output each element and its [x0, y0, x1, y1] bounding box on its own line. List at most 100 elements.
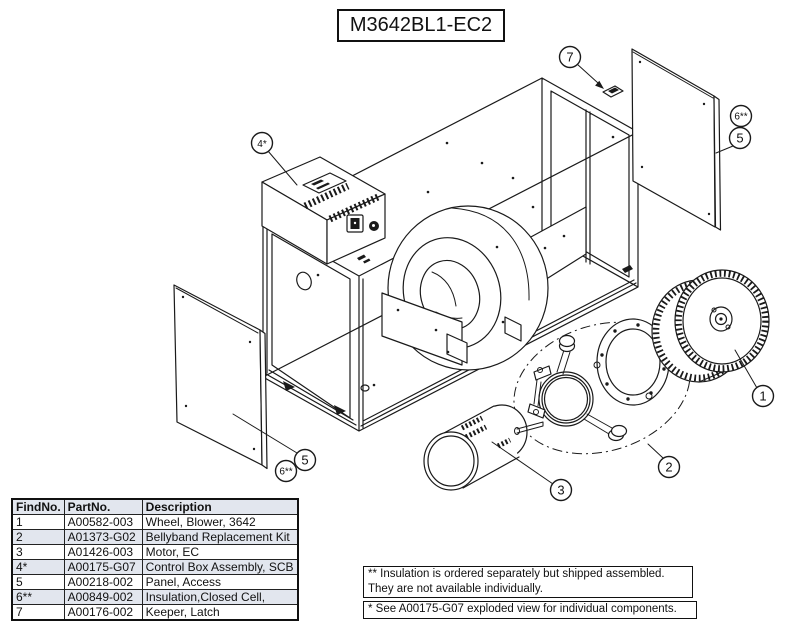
- callout-5-top-right-label: 5: [736, 131, 743, 146]
- flange-bolt-1: [593, 361, 601, 369]
- callouts: 7 6** 5 4* 1 2 3 5 6**: [250, 45, 775, 502]
- motor-shaft-base: [514, 427, 520, 435]
- leader-1: [734, 349, 758, 389]
- floor-hole: [360, 384, 370, 392]
- table-row: 4* A00175-G07 Control Box Assembly, SCB: [11, 559, 299, 575]
- control-box-label-print: [311, 179, 330, 190]
- round-connector-pin: [372, 224, 375, 227]
- callout-4-label: 4*: [257, 139, 267, 150]
- wheel-hub-bolt-2: [725, 324, 731, 330]
- footnote-insulation-line1: ** Insulation is ordered separately but …: [368, 568, 665, 580]
- callout-2: [657, 455, 681, 479]
- band-clamp-outer: [538, 371, 594, 427]
- cell-description: Bellyband Replacement Kit: [141, 529, 299, 545]
- table-row: 7 A00176-002 Keeper, Latch: [11, 604, 299, 621]
- motor-body-lines: [443, 405, 520, 489]
- band-bracket-lower: [527, 403, 546, 419]
- wheel-hub: [714, 312, 728, 326]
- control-box-label: [302, 172, 347, 194]
- motor-vent-slots: [460, 415, 512, 449]
- keeper-latch: [602, 85, 624, 98]
- leader-7-arrowhead: [595, 80, 604, 89]
- power-outlet-dot: [353, 221, 357, 225]
- wheel-hub-center: [719, 317, 723, 321]
- cell-findno: 1: [11, 514, 65, 530]
- band-bracket-links: [533, 379, 542, 407]
- cell-partno: A00218-002: [63, 574, 143, 590]
- callout-3: [549, 478, 573, 502]
- footnote-insulation: ** Insulation is ordered separately but …: [363, 566, 693, 598]
- cell-partno: A00849-002: [63, 589, 143, 605]
- scroll-curve: [451, 207, 530, 301]
- leader-2: [647, 443, 664, 459]
- cell-partno: A01426-003: [63, 544, 143, 560]
- title-box: M3642BL1-EC2: [337, 9, 505, 42]
- panel-top-right-inner-line: [632, 51, 714, 99]
- cell-partno: A00176-002: [63, 604, 143, 621]
- callout-6-top-right: [729, 104, 753, 128]
- table-header-row: FindNo. PartNo. Description: [11, 498, 299, 515]
- cell-description: Motor, EC: [141, 544, 299, 560]
- leader-7: [576, 63, 599, 84]
- cell-description: Panel, Access: [141, 574, 299, 590]
- leader-4: [267, 150, 298, 186]
- panel-top-right: [631, 48, 722, 231]
- callout-5-top-right: [728, 126, 752, 150]
- flange-ring-inner: [605, 328, 661, 396]
- callout-1: [751, 384, 775, 408]
- left-face-oval-hole: [296, 271, 312, 291]
- callout-7-label: 7: [566, 50, 573, 65]
- leader-5-bottom-left: [232, 413, 298, 454]
- blower-scroll: [381, 205, 587, 371]
- band-clamp-inner: [543, 376, 589, 422]
- page-title: M3642BL1-EC2: [349, 14, 493, 36]
- terminal-strip-1: [303, 182, 350, 210]
- callout-6-bottom-left: [274, 459, 298, 483]
- motor: [423, 404, 544, 491]
- table-row: 5 A00218-002 Panel, Access: [11, 574, 299, 590]
- table-row: 1 A00582-003 Wheel, Blower, 3642: [11, 514, 299, 530]
- cell-findno: 5: [11, 574, 65, 590]
- cell-findno: 6**: [11, 589, 65, 605]
- table-row: 2 A01373-G02 Bellyband Replacement Kit: [11, 529, 299, 545]
- leader-5-top-right: [715, 145, 734, 154]
- keeper-latch-detail: [608, 87, 619, 94]
- scroll-legs: [446, 316, 522, 364]
- band-top-arm: [556, 349, 571, 375]
- band-bracket-upper: [533, 365, 552, 381]
- cell-description: Control Box Assembly, SCB: [141, 559, 299, 575]
- control-box: [261, 156, 386, 265]
- wheel-front-blades: [675, 270, 769, 372]
- callout-5-bottom-left: [293, 448, 317, 472]
- bellyband-kit: [513, 318, 691, 455]
- panel-bottom-left-inner-line: [175, 287, 259, 334]
- cell-findno: 2: [11, 529, 65, 545]
- cell-findno: 7: [11, 604, 65, 621]
- cell-description: Keeper, Latch: [141, 604, 299, 621]
- wheel-hub-bolt-1: [711, 307, 717, 313]
- panel-bottom-left: [173, 284, 268, 470]
- callout-3-label: 3: [557, 483, 564, 498]
- callout-5-bottom-left-label: 5: [301, 453, 308, 468]
- panel-top-right-edge: [713, 95, 722, 231]
- footnote-control-box-text: * See A00175-G07 exploded view for indiv…: [368, 603, 677, 615]
- motor-front-rim: [427, 435, 475, 487]
- col-header-findno: FindNo.: [11, 498, 65, 515]
- callout-6-top-right-label: 6**: [734, 112, 747, 123]
- band-top-bolt-cap: [558, 334, 576, 348]
- cell-partno: A00582-003: [63, 514, 143, 530]
- parts-table: FindNo. PartNo. Description 1 A00582-003…: [11, 498, 299, 621]
- leader-lines: [232, 63, 758, 485]
- motor-shaft: [516, 421, 544, 434]
- band-bottom-arm: [583, 413, 613, 435]
- callout-4: [250, 131, 274, 155]
- col-header-partno: PartNo.: [63, 498, 143, 515]
- callout-2-label: 2: [665, 460, 672, 475]
- band-clamp-mid: [541, 374, 591, 424]
- callout-1-label: 1: [759, 389, 766, 404]
- col-header-description: Description: [141, 498, 299, 515]
- blower-wheel: [651, 269, 770, 383]
- mounting-bracket: [381, 292, 463, 366]
